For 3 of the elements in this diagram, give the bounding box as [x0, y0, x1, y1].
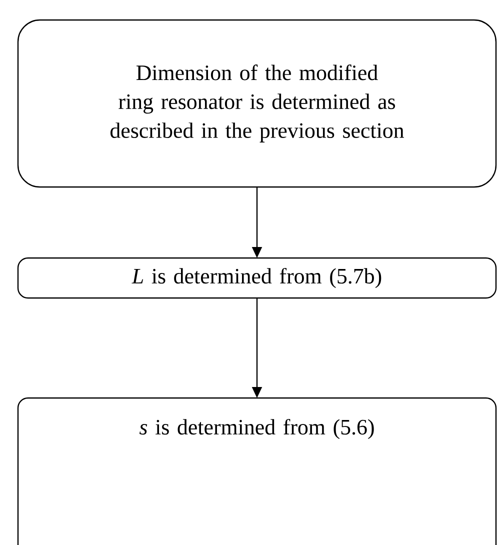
process-box: L is determined from (5.7b) [17, 257, 497, 299]
process-box: s is determined from (5.6) [17, 397, 497, 545]
process-box: Dimension of the modified ring resonator is determined as described in the previous section [17, 19, 497, 188]
